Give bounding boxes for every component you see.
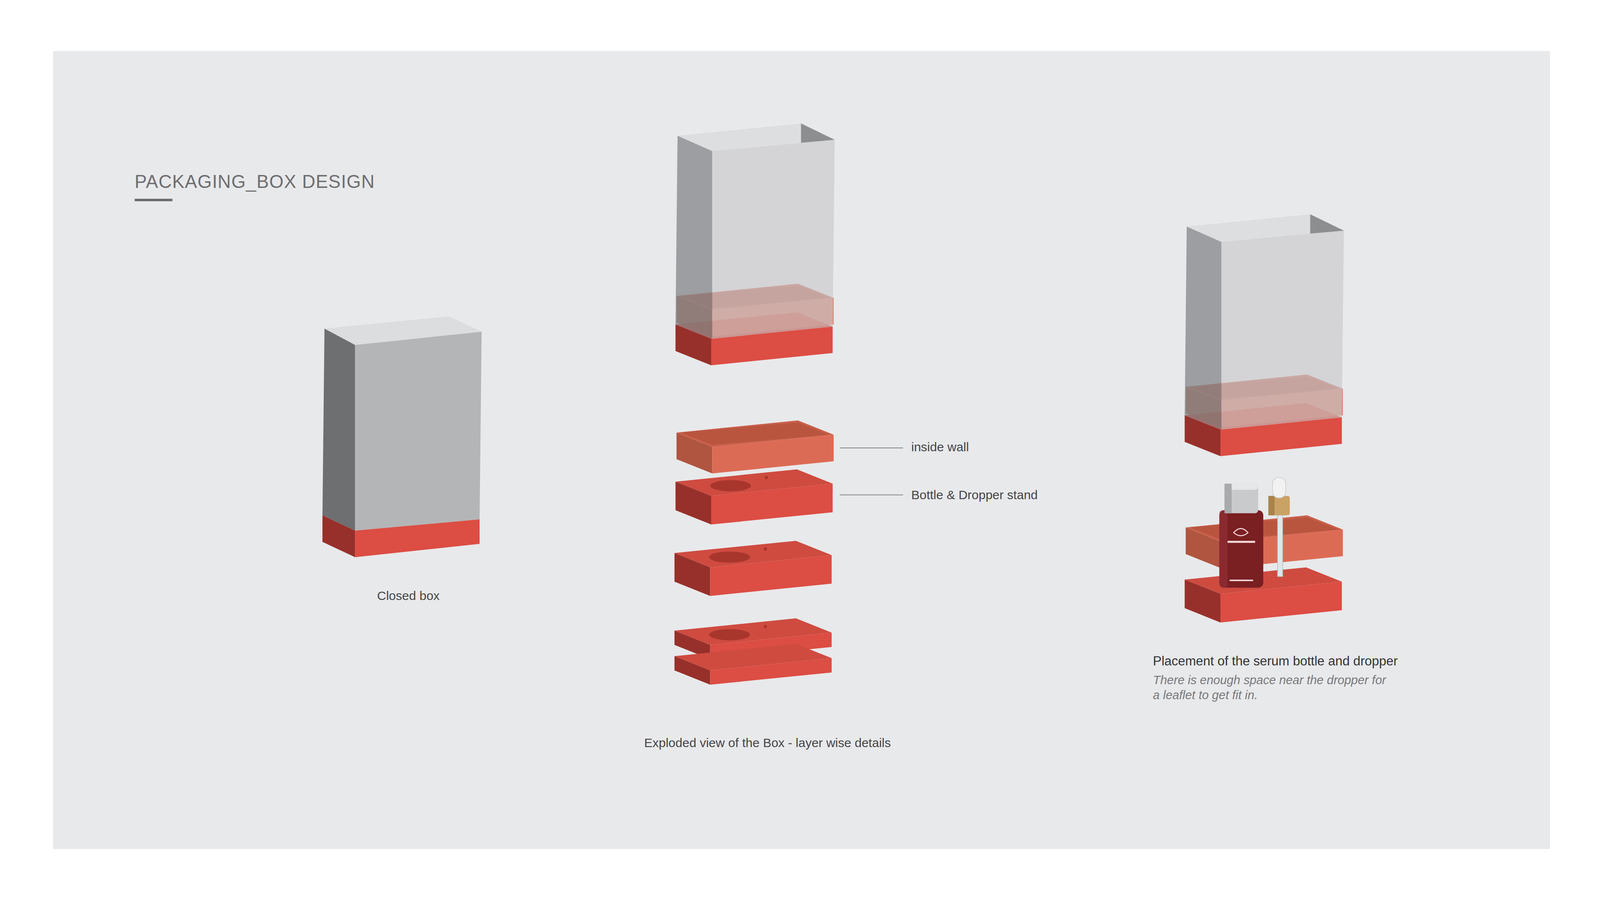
inside-wall-layer	[676, 420, 834, 474]
figure-caption: Exploded view of the Box - layer wise de…	[644, 735, 891, 751]
assembled-sleeve	[1184, 214, 1344, 456]
part-label: inside wall	[911, 439, 969, 455]
placement-inside-wall	[1185, 515, 1343, 569]
panel-background	[52, 50, 1550, 849]
figure-caption: Placement of the serum bottle and droppe…	[1152, 653, 1398, 670]
leader-line	[840, 447, 904, 449]
title-underline	[134, 198, 173, 202]
closed-box	[322, 316, 482, 558]
leader-line	[840, 494, 904, 496]
serum-bottle	[1219, 483, 1264, 588]
stand-layer	[675, 469, 833, 525]
stand-layer-thin	[674, 643, 832, 685]
dropper	[1268, 477, 1290, 577]
part-label: Bottle & Dropper stand	[911, 487, 1038, 503]
page-title: PACKAGING_BOX DESIGN	[134, 170, 375, 193]
placement-stand	[1184, 567, 1342, 623]
stand-layer	[674, 540, 832, 596]
note-text: There is enough space near the dropper f…	[1152, 672, 1395, 703]
figure-caption: Closed box	[377, 587, 440, 604]
exploded-sleeve-assembly	[675, 123, 835, 365]
